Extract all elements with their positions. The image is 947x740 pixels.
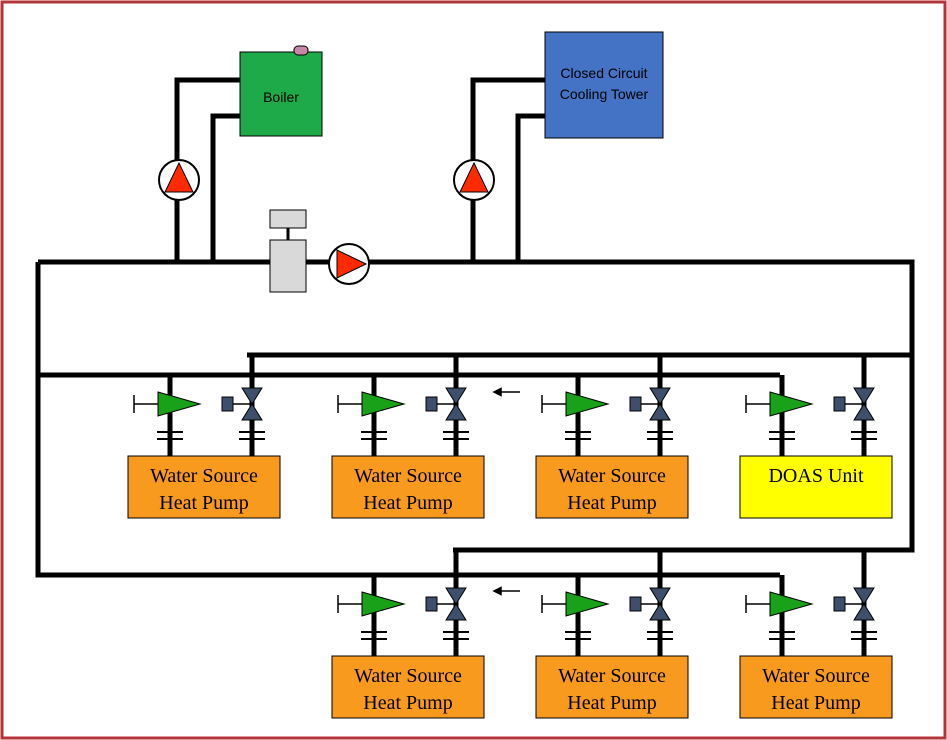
two-way-valve-icon	[241, 403, 263, 421]
cooling-tower-box	[544, 31, 664, 139]
pump-arrow-icon	[459, 161, 489, 193]
valve-body	[269, 239, 307, 293]
boiler-label: Boiler	[263, 89, 299, 105]
pump-arrow-icon	[336, 249, 368, 279]
two-way-valve-icon	[649, 403, 671, 421]
boiler: Boiler	[239, 45, 323, 137]
boiler-box	[239, 51, 323, 137]
main-loop-pump	[328, 243, 370, 285]
control-valve-icon	[157, 391, 202, 417]
unit-box	[331, 655, 485, 719]
unit-label-line1: Water Source	[354, 665, 462, 687]
control-valve-icon	[361, 391, 406, 417]
two-way-valve-icon	[649, 587, 671, 605]
unit-box	[739, 655, 893, 719]
pump-arrow-icon	[164, 161, 194, 193]
unit-box	[535, 455, 689, 519]
loop-control-valve	[269, 209, 307, 293]
cooling-tower-label-line2: Cooling Tower	[560, 86, 649, 102]
two-way-valve-icon	[649, 603, 671, 621]
two-way-valve-icon	[649, 387, 671, 405]
unit-label-line2: Heat Pump	[363, 492, 452, 514]
two-way-valve-icon	[445, 403, 467, 421]
valve-actuator-icon	[425, 396, 438, 412]
unit-box	[739, 455, 893, 519]
control-valve-icon	[565, 591, 610, 617]
boiler-pump	[158, 159, 200, 201]
valve-actuator-icon	[833, 596, 846, 612]
two-way-valve-icon	[853, 387, 875, 405]
control-valve-icon	[565, 391, 610, 417]
unit-box	[331, 455, 485, 519]
valve-actuator-icon	[221, 396, 234, 412]
terminal-unit-branch: DOAS Unit	[739, 355, 893, 519]
flow-arrow	[492, 387, 520, 397]
control-valve-icon	[361, 591, 406, 617]
actuator-box	[269, 209, 307, 229]
unit-label-line2: Heat Pump	[567, 492, 656, 514]
two-way-valve-icon	[445, 587, 467, 605]
unit-label-line2: Heat Pump	[159, 492, 248, 514]
unit-label-line1: Water Source	[762, 665, 870, 687]
flow-arrow	[492, 586, 520, 596]
valve-actuator-icon	[629, 596, 642, 612]
boiler-flue-cap	[293, 45, 309, 56]
control-valve-icon	[769, 391, 814, 417]
unit-label-line1: DOAS Unit	[768, 465, 863, 487]
two-way-valve-icon	[241, 387, 263, 405]
unit-box	[535, 655, 689, 719]
two-way-valve-icon	[445, 387, 467, 405]
unit-label-line1: Water Source	[558, 465, 666, 487]
control-valve-icon	[769, 591, 814, 617]
main-piping	[35, 77, 915, 578]
unit-label-line1: Water Source	[354, 465, 462, 487]
unit-label-line1: Water Source	[150, 465, 258, 487]
valve-actuator-icon	[425, 596, 438, 612]
unit-label-line2: Heat Pump	[771, 692, 860, 714]
unit-label-line2: Heat Pump	[363, 692, 452, 714]
unit-box	[127, 455, 281, 519]
valve-actuator-icon	[833, 396, 846, 412]
unit-label-line1: Water Source	[558, 665, 666, 687]
unit-label-line2: Heat Pump	[567, 692, 656, 714]
two-way-valve-icon	[853, 603, 875, 621]
valve-actuator-icon	[629, 396, 642, 412]
cooling-tower: Closed Circuit Cooling Tower	[544, 31, 664, 139]
two-way-valve-icon	[445, 603, 467, 621]
cooling-tower-label-line1: Closed Circuit	[560, 65, 647, 81]
tower-pump	[453, 159, 495, 201]
two-way-valve-icon	[853, 587, 875, 605]
two-way-valve-icon	[853, 403, 875, 421]
